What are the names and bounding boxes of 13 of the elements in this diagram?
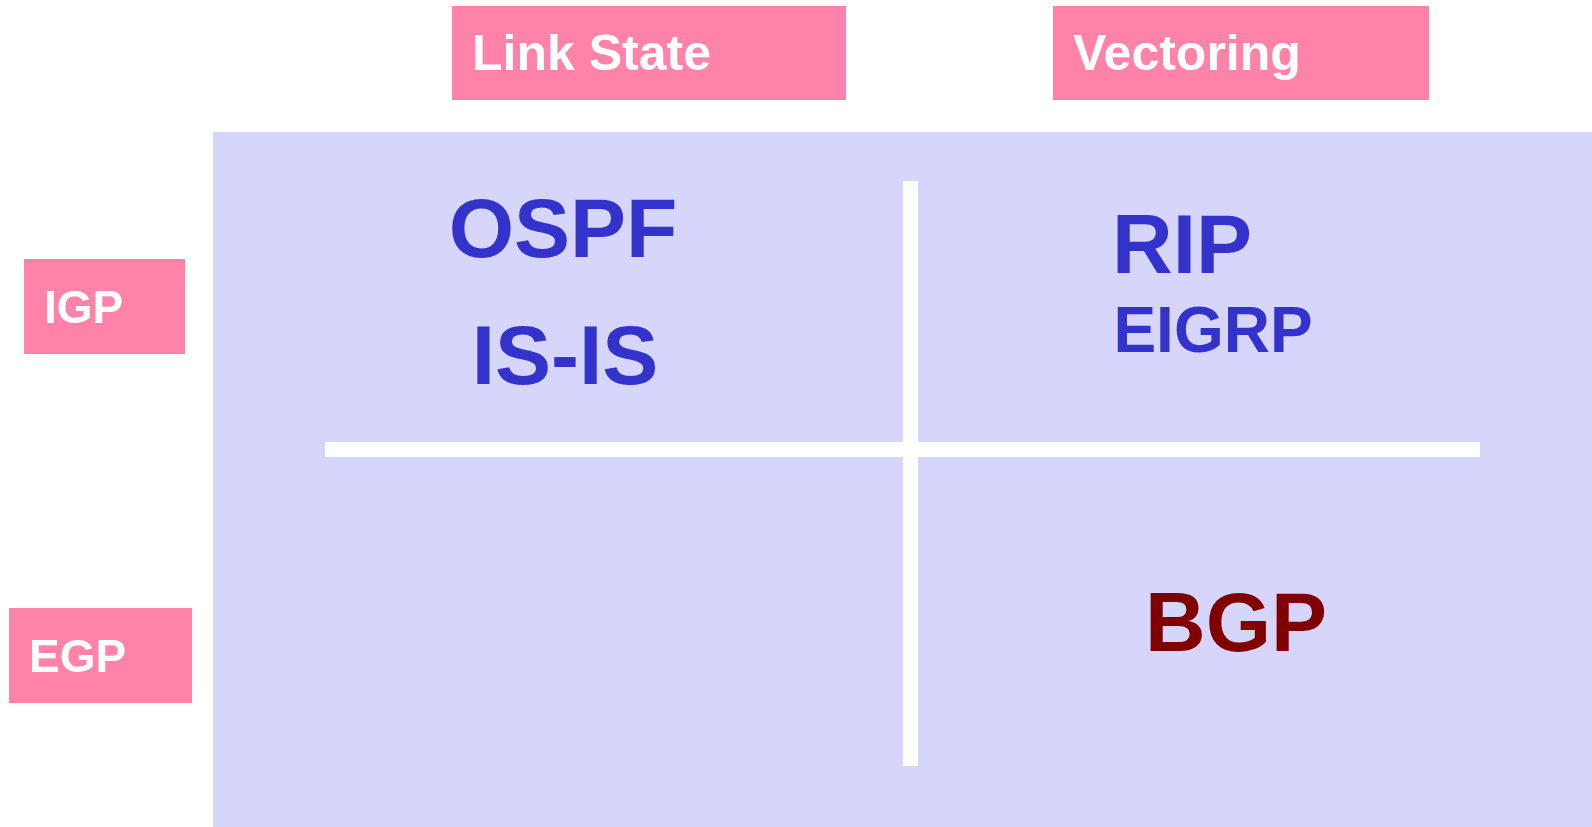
protocol-label: IS-IS [471,313,659,397]
header-label: Vectoring [1073,28,1301,78]
header-label: IGP [44,283,124,330]
header-box [452,6,846,100]
header-label: Link State [472,28,711,78]
protocol-label: OSPF [448,186,678,270]
protocol-label: RIP [1112,202,1252,286]
protocol-label: EIGRP [1113,298,1313,362]
header-label: EGP [29,632,127,679]
header-box [24,259,185,354]
header-box [1053,6,1429,100]
header-box [9,608,192,703]
protocol-label: BGP [1145,580,1327,664]
